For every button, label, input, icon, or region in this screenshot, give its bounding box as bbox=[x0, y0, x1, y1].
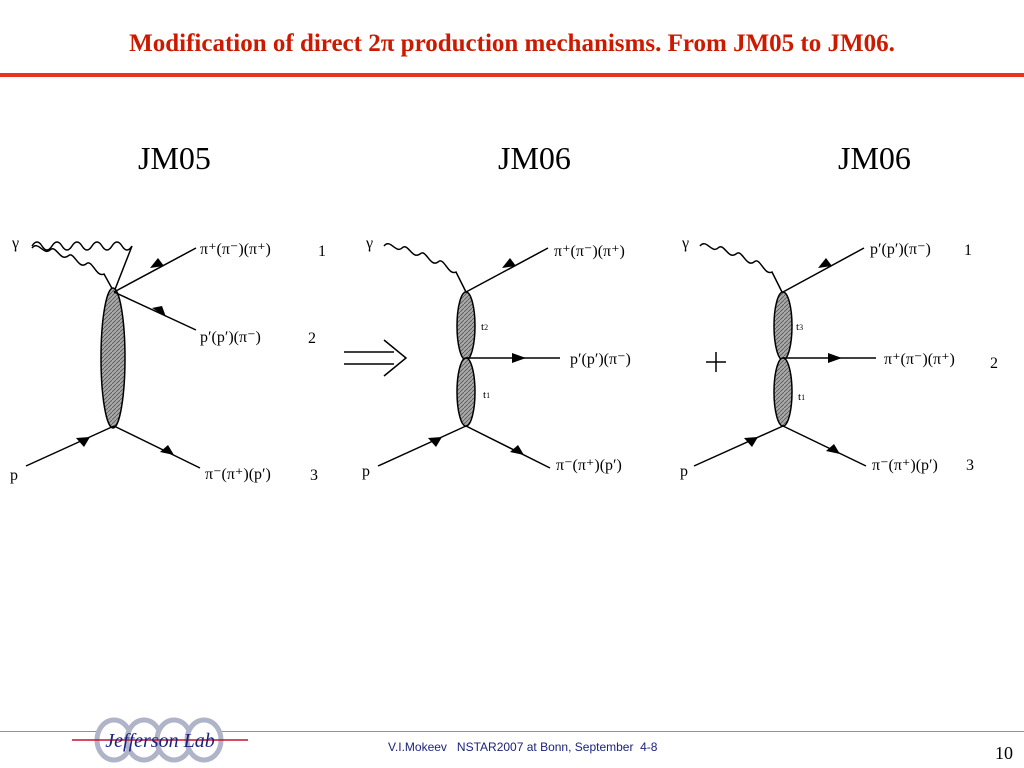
blob-lower bbox=[456, 357, 476, 427]
diagram-jm06-b: γ p t3 t1 p′(p′)(π⁻) π⁺(π⁻)(π⁺) π⁻(π⁺)(p… bbox=[680, 235, 998, 480]
photon-label: γ bbox=[11, 235, 19, 252]
proton-label: p bbox=[680, 463, 688, 480]
index-3: 3 bbox=[310, 467, 318, 484]
footer-citation: V.I.Mokeev NSTAR2007 at Bonn, September … bbox=[388, 740, 658, 754]
photon-wave bbox=[699, 243, 783, 293]
t3-label: t3 bbox=[796, 321, 803, 333]
footer-rule bbox=[0, 731, 1024, 732]
photon-wave bbox=[31, 245, 115, 293]
blob-upper bbox=[773, 291, 793, 361]
photon-line bbox=[31, 241, 133, 293]
title-underline bbox=[0, 73, 1024, 77]
t2-label: t2 bbox=[481, 321, 488, 333]
index-1: 1 bbox=[964, 242, 972, 259]
out1-label: π⁺(π⁻)(π⁺) bbox=[554, 243, 625, 260]
blob-lower bbox=[773, 357, 793, 427]
diagram-jm05: γ p π⁺(π⁻)(π⁺) p′(p′)(π⁻) π⁻(π⁺)(p′) 1 2… bbox=[10, 235, 326, 484]
index-2: 2 bbox=[990, 355, 998, 372]
out2-label: p′(p′)(π⁻) bbox=[570, 351, 631, 368]
out2-label: p′(p′)(π⁻) bbox=[200, 329, 261, 346]
column-heading-jm05: JM05 bbox=[138, 140, 211, 176]
index-3: 3 bbox=[966, 457, 974, 474]
logo-text: Jefferson Lab bbox=[105, 730, 214, 752]
out3-label: π⁻(π⁺)(p′) bbox=[872, 457, 938, 474]
slide-title: Modification of direct 2π production mec… bbox=[129, 30, 895, 57]
column-heading-jm06-b: JM06 bbox=[838, 140, 911, 176]
blob-upper bbox=[456, 291, 476, 361]
out2-label: π⁺(π⁻)(π⁺) bbox=[884, 351, 955, 368]
t1-label: t1 bbox=[483, 389, 490, 401]
t1-label: t1 bbox=[798, 391, 805, 403]
index-2: 2 bbox=[308, 330, 316, 347]
proton-label: p bbox=[10, 467, 18, 484]
out3-label: π⁻(π⁺)(p′) bbox=[205, 466, 271, 483]
out3-label: π⁻(π⁺)(p′) bbox=[556, 457, 622, 474]
diagram-jm06-a: γ p t2 t1 π⁺(π⁻)(π⁺) p′(p′)(π⁻) π⁻(π⁺)(p… bbox=[362, 235, 631, 480]
column-heading-jm06-a: JM06 bbox=[498, 140, 571, 176]
transition-arrow bbox=[344, 339, 408, 377]
index-1: 1 bbox=[318, 243, 326, 260]
blob bbox=[100, 287, 126, 429]
out1-label: p′(p′)(π⁻) bbox=[870, 241, 931, 258]
photon-wave bbox=[383, 243, 467, 293]
proton-label: p bbox=[362, 463, 370, 480]
jefferson-lab-logo: Jefferson Lab bbox=[72, 717, 248, 763]
out1-label: π⁺(π⁻)(π⁺) bbox=[200, 241, 271, 258]
plus-sign bbox=[706, 352, 726, 372]
photon-label: γ bbox=[365, 235, 373, 252]
photon-label: γ bbox=[681, 235, 689, 252]
page-number: 10 bbox=[995, 743, 1013, 763]
